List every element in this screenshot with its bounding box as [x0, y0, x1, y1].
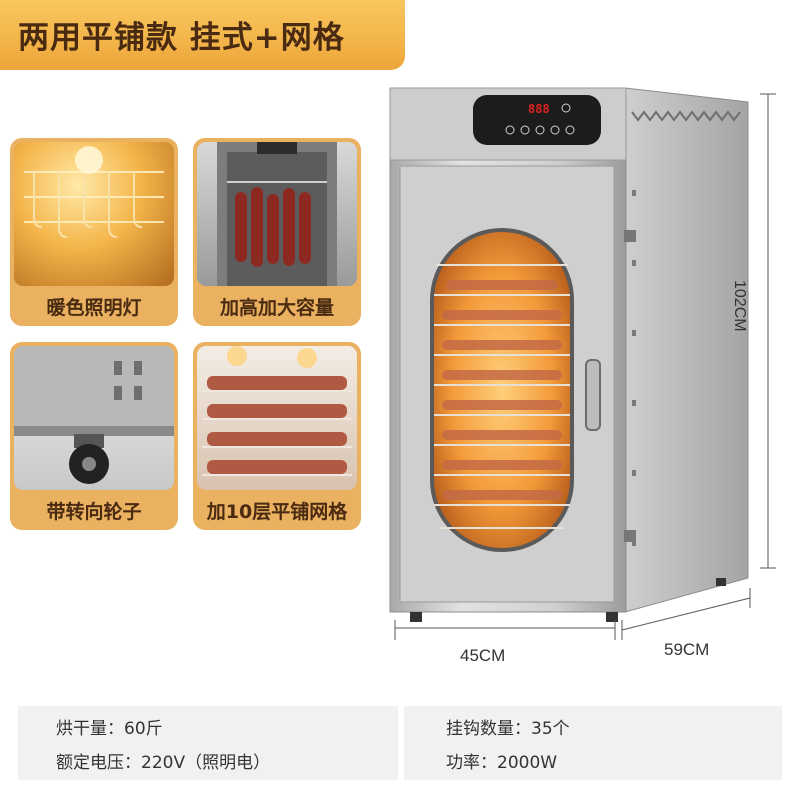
caster-wheel-photo — [14, 346, 174, 490]
feature-caption: 暖色照明灯 — [46, 296, 142, 319]
feature-caption: 带转向轮子 — [46, 500, 142, 523]
spec-panel-right — [404, 706, 782, 780]
food-dryer-cabinet: 888 — [389, 87, 776, 640]
feature-caption: 加高加大容量 — [219, 296, 334, 319]
width-dimension: 45CM — [460, 646, 506, 665]
spec-panel-left — [18, 706, 398, 780]
warm-light-photo — [14, 142, 174, 286]
feature-card-wheels: 带转向轮子 — [10, 342, 178, 530]
title-banner: 两用平铺款 挂式+网格 — [0, 0, 405, 70]
spec-capacity: 烘干量：60斤 — [56, 719, 163, 739]
spec-hooks: 挂钩数量：35个 — [446, 719, 570, 739]
feature-card-10-layer-grid: 加10层平铺网格 — [193, 342, 361, 530]
control-panel — [473, 95, 601, 145]
door-window — [430, 228, 574, 552]
tray-grid-photo — [197, 346, 357, 490]
feature-caption: 加10层平铺网格 — [206, 500, 348, 523]
spec-voltage: 额定电压：220V（照明电） — [56, 753, 271, 773]
depth-dimension: 59CM — [664, 640, 710, 659]
door-handle-icon — [585, 359, 601, 431]
height-dimension: 102CM — [731, 280, 748, 332]
banner-title: 两用平铺款 挂式+网格 — [18, 20, 345, 56]
temperature-display: 888 — [528, 102, 550, 116]
hanging-sausage-photo — [197, 142, 357, 286]
feature-card-warm-light: 暖色照明灯 — [10, 138, 178, 326]
spec-power: 功率：2000W — [446, 753, 558, 773]
feature-card-large-capacity: 加高加大容量 — [193, 138, 361, 326]
